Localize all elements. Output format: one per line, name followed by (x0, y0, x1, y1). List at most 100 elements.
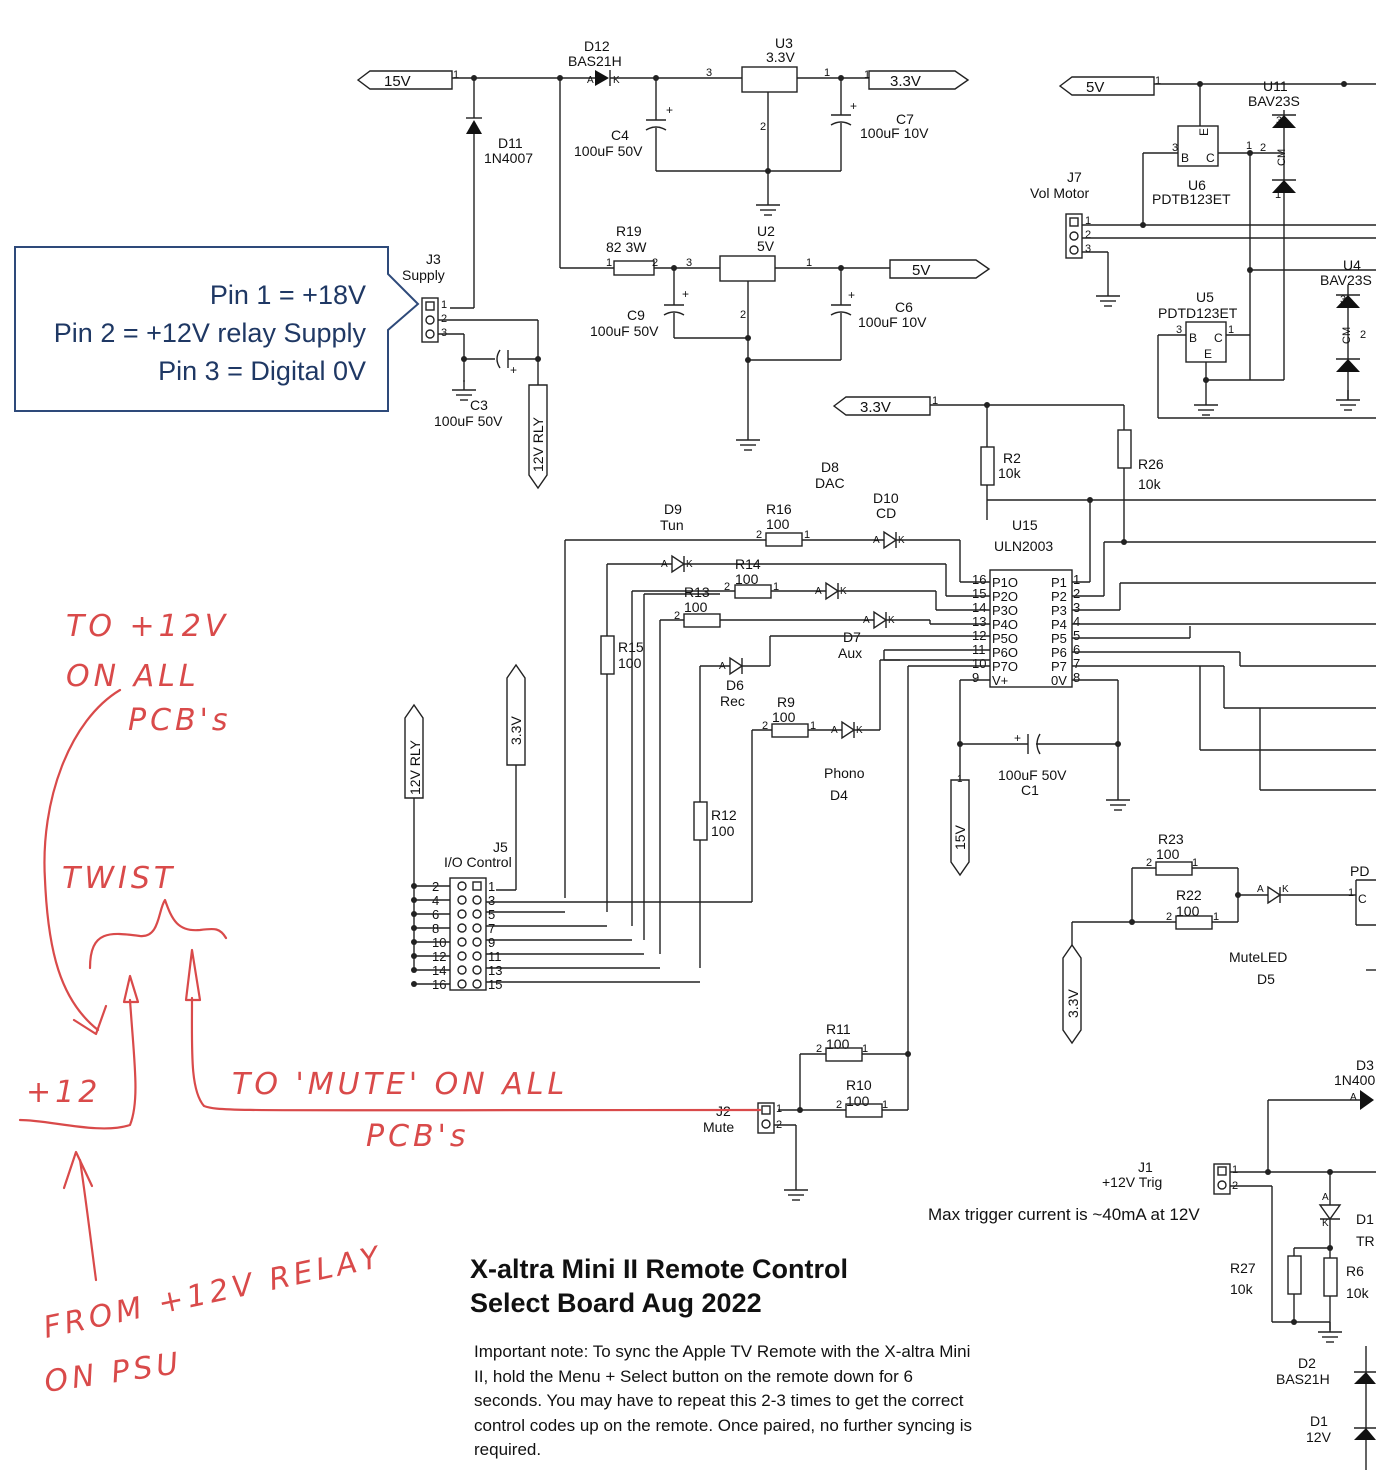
j5-pin-hole (472, 895, 482, 905)
diode-d12 (595, 70, 609, 86)
resistor-r9 (771, 723, 809, 738)
svg-text:82 3W: 82 3W (606, 239, 647, 255)
svg-text:R13: R13 (684, 584, 710, 600)
callout-pin2: Pin 2 = +12V relay Supply (53, 318, 366, 348)
svg-text:D12: D12 (584, 38, 610, 54)
svg-text:TR: TR (1356, 1233, 1375, 1249)
svg-text:C: C (1206, 151, 1215, 165)
u15-pin-num-right: 7 (1073, 656, 1080, 671)
hw-arrow-a (122, 974, 140, 1004)
board-title: X-altra Mini II Remote Control Select Bo… (470, 1252, 848, 1320)
svg-text:100: 100 (684, 599, 708, 615)
svg-text:2: 2 (740, 309, 746, 321)
svg-text:10k: 10k (1138, 476, 1162, 492)
svg-text:100: 100 (846, 1093, 870, 1109)
svg-text:100: 100 (735, 571, 759, 587)
svg-text:+: + (848, 288, 855, 302)
svg-text:A: A (873, 535, 880, 546)
svg-text:R27: R27 (1230, 1260, 1256, 1276)
port-15v-c1 (950, 779, 970, 877)
resistor-r13 (683, 613, 721, 628)
resistor-r2 (980, 446, 995, 486)
j5-pin-right: 13 (488, 963, 502, 978)
u15-pin-num-right: 2 (1073, 586, 1080, 601)
callout-pin1: Pin 1 = +18V (209, 280, 366, 310)
svg-text:R26: R26 (1138, 456, 1164, 472)
svg-text:PD: PD (1350, 863, 1369, 879)
u15-pin-label-right: 0V (1051, 673, 1067, 688)
svg-text:5V: 5V (757, 238, 775, 254)
svg-text:C3: C3 (470, 397, 488, 413)
svg-text:10k: 10k (1346, 1285, 1370, 1301)
svg-text:BAS21H: BAS21H (1276, 1371, 1330, 1387)
svg-text:1: 1 (1228, 324, 1234, 336)
svg-text:D7: D7 (843, 629, 861, 645)
svg-text:100: 100 (766, 516, 790, 532)
svg-text:R15: R15 (618, 639, 644, 655)
svg-text:3: 3 (1340, 294, 1346, 306)
svg-text:2: 2 (756, 529, 762, 541)
svg-text:1: 1 (806, 257, 812, 269)
svg-text:DAC: DAC (815, 475, 845, 491)
u15-pin-label-left: P3O (992, 603, 1018, 618)
sync-note: Important note: To sync the Apple TV Rem… (474, 1342, 972, 1459)
svg-text:C4: C4 (611, 127, 629, 143)
svg-text:CD: CD (876, 505, 896, 521)
svg-text:1: 1 (804, 529, 810, 541)
svg-text:5V: 5V (912, 262, 930, 279)
u15-pin-num-left: 9 (972, 670, 979, 685)
svg-text:1: 1 (882, 1099, 888, 1111)
port-15v (356, 70, 453, 90)
j5-pin-hole (457, 951, 467, 961)
connector-j5 (449, 877, 487, 991)
svg-text:+: + (682, 287, 689, 301)
svg-text:100: 100 (1176, 903, 1200, 919)
u15-pin-num-right: 3 (1073, 600, 1080, 615)
svg-text:D1: D1 (1356, 1211, 1374, 1227)
connector-j2 (757, 1102, 775, 1134)
svg-text:2: 2 (652, 257, 658, 269)
svg-text:12V RLY: 12V RLY (530, 416, 546, 472)
svg-text:R9: R9 (777, 694, 795, 710)
svg-text:A: A (1257, 884, 1264, 895)
j5-pin-right: 7 (488, 921, 495, 936)
svg-text:D5: D5 (1257, 971, 1275, 987)
j5-pin-right: 5 (488, 907, 495, 922)
board-title-line2: Select Board Aug 2022 (470, 1288, 762, 1318)
svg-text:1: 1 (1348, 887, 1354, 899)
trigger-section: D3 1N400 A J1 +12V Trig 12 Max trigger c… (928, 1057, 1376, 1470)
j5-pin-hole (457, 923, 467, 933)
svg-text:100uF 10V: 100uF 10V (860, 125, 929, 141)
u15-pin-num-right: 1 (1073, 572, 1080, 587)
port-12v-rly (528, 384, 548, 490)
svg-text:R11: R11 (826, 1021, 851, 1037)
connector-j7 (1065, 213, 1083, 259)
svg-text:Rec: Rec (720, 693, 745, 709)
svg-text:K: K (613, 75, 620, 86)
connector-j1 (1213, 1163, 1231, 1195)
svg-text:5V: 5V (1086, 79, 1104, 96)
svg-text:Phono: Phono (824, 765, 865, 781)
svg-text:10k: 10k (998, 465, 1022, 481)
hw-to-12v-line3: PCB's (128, 703, 232, 738)
svg-text:3.3V: 3.3V (890, 73, 921, 90)
resistor-r6 (1323, 1257, 1338, 1297)
svg-text:A: A (661, 559, 668, 570)
svg-text:1: 1 (1155, 75, 1161, 87)
port-5v-in (1058, 76, 1155, 96)
u15-pin-num-left: 15 (972, 586, 986, 601)
svg-text:R2: R2 (1003, 450, 1021, 466)
svg-text:D2: D2 (1298, 1355, 1316, 1371)
j5-pin-right: 9 (488, 935, 495, 950)
svg-text:3.3V: 3.3V (860, 399, 891, 416)
hw-to-mute: TO 'MUTE' ON ALL (232, 1067, 568, 1102)
svg-text:1: 1 (1213, 911, 1219, 923)
svg-text:1: 1 (1275, 189, 1281, 201)
svg-text:A: A (815, 586, 822, 597)
svg-text:+: + (1014, 731, 1021, 745)
u15-pin-label-left: P1O (992, 575, 1018, 590)
u15-pin-label-left: P5O (992, 631, 1018, 646)
supply-pinout-callout: Pin 1 = +18V Pin 2 = +12V relay Supply P… (14, 246, 420, 412)
